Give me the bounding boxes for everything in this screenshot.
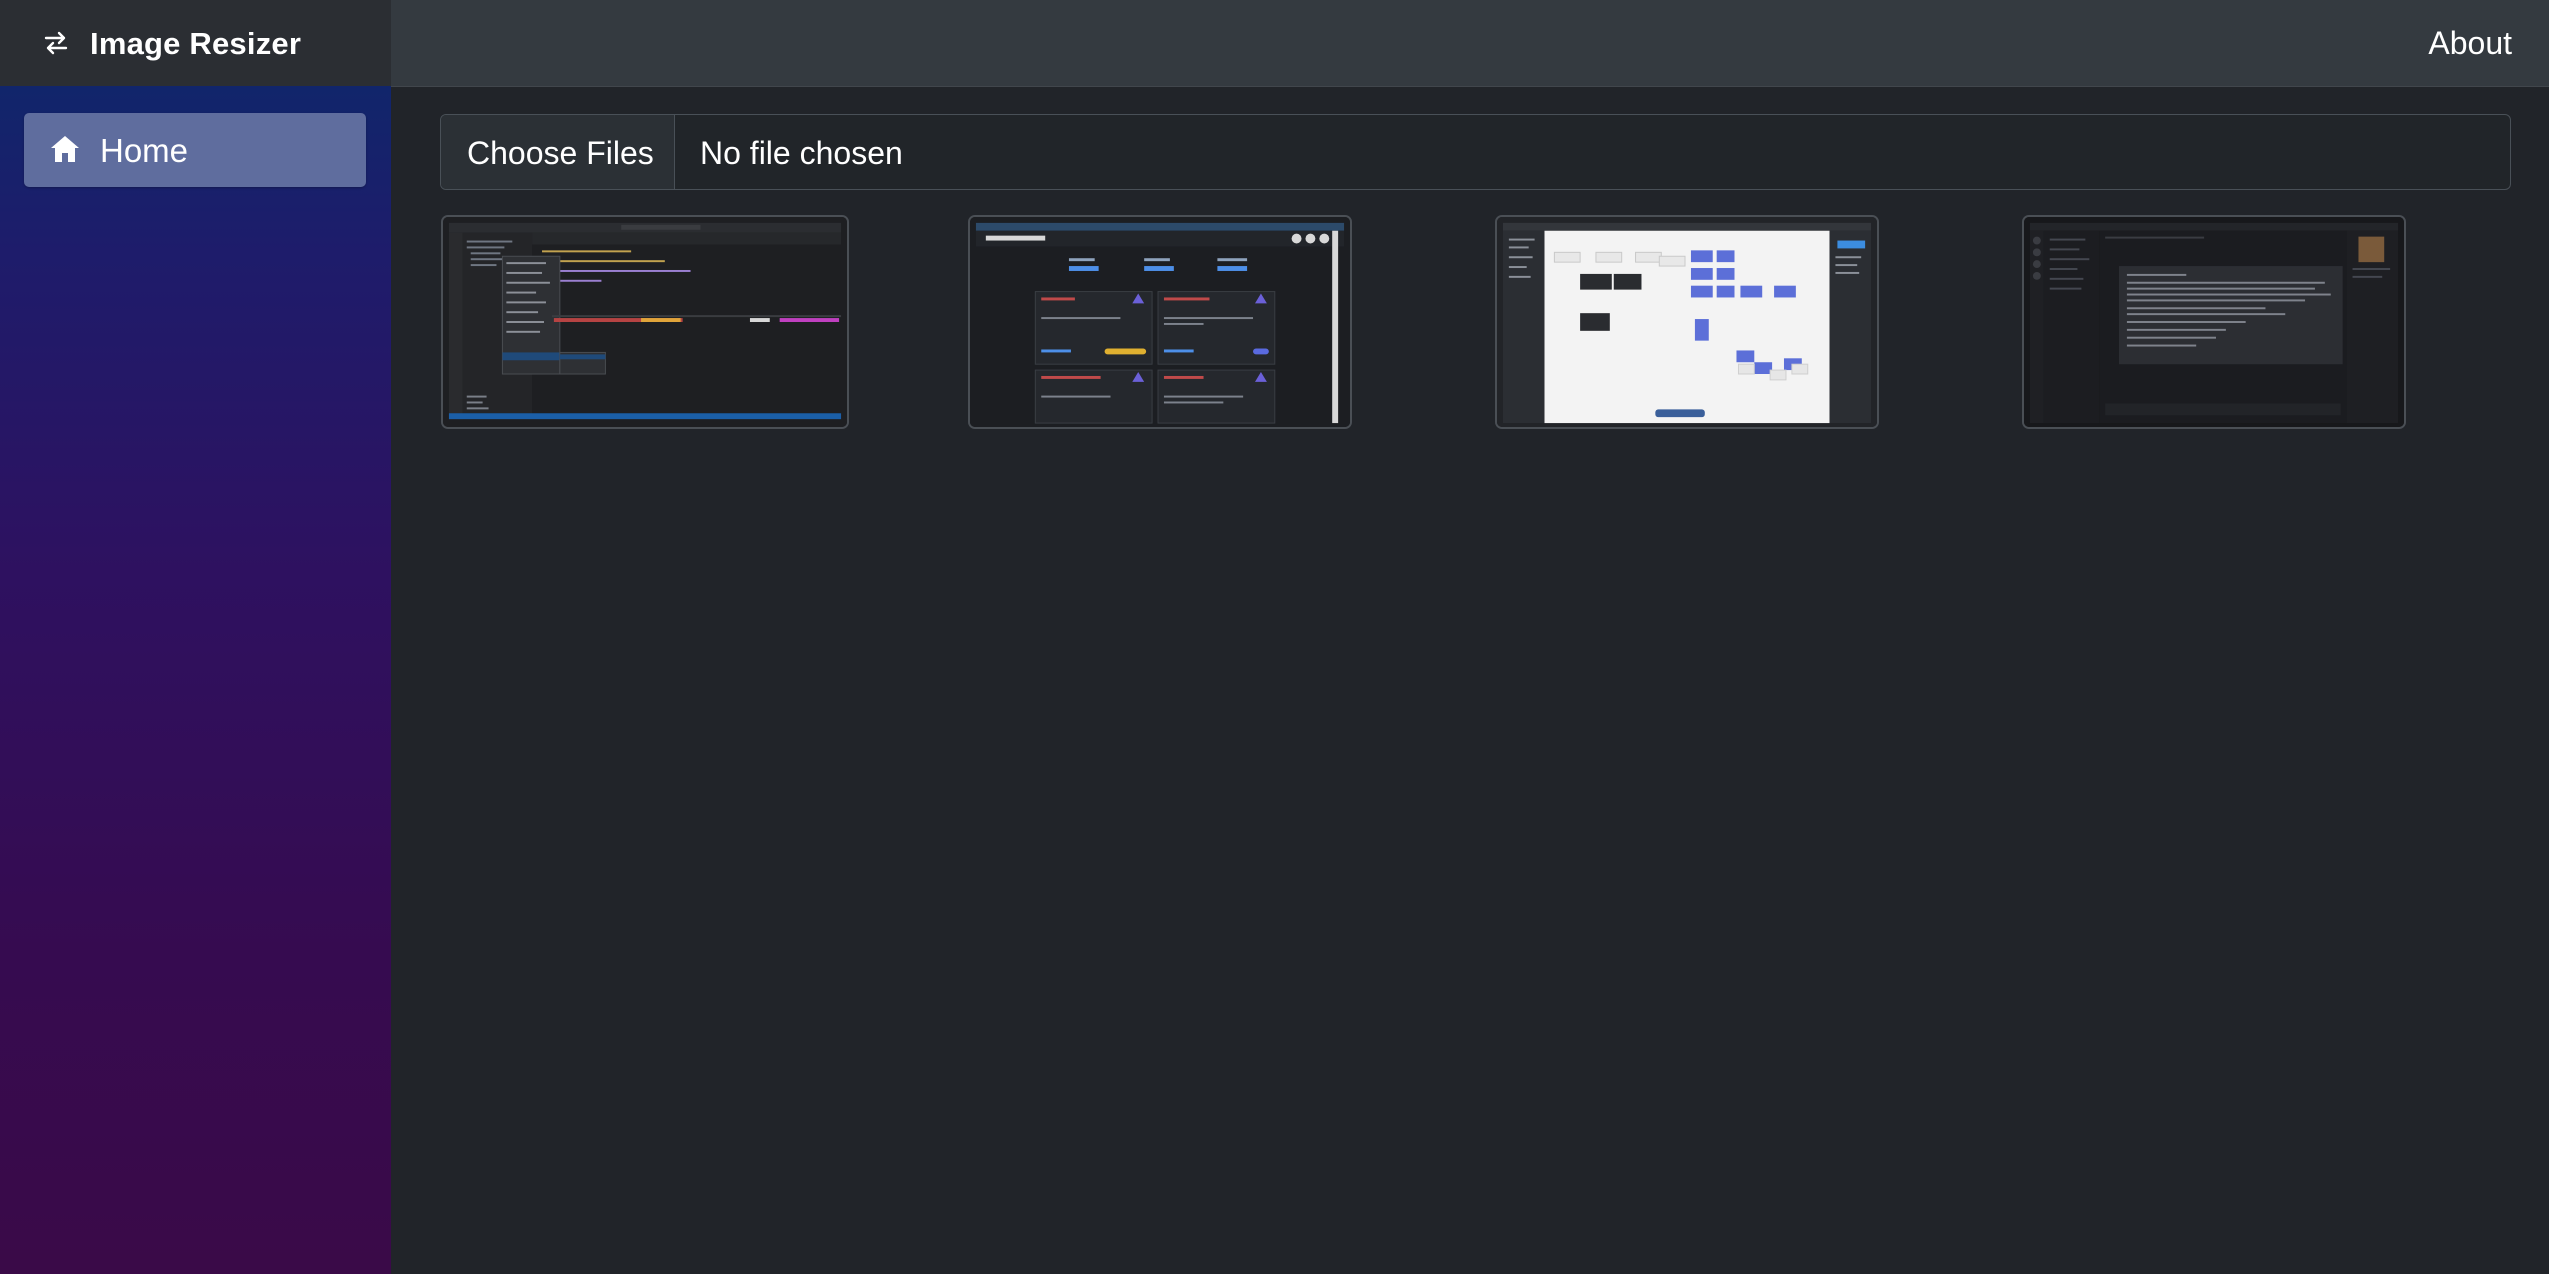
app-title: Image Resizer — [90, 26, 302, 61]
about-link[interactable]: About — [2428, 25, 2512, 61]
sidebar: Image Resizer Home — [0, 0, 391, 1274]
sidebar-item-label: Home — [100, 132, 189, 169]
choose-files-label: Choose Files — [467, 135, 654, 171]
nft-gallery-screenshot-thumbnail[interactable] — [968, 215, 1352, 429]
home-icon — [50, 135, 80, 163]
swap-arrows-icon — [42, 30, 70, 56]
sidebar-item-home[interactable]: Home — [24, 113, 366, 187]
flow-editor-screenshot-thumbnail[interactable] — [1495, 215, 1879, 429]
file-status-text: No file chosen — [700, 135, 903, 171]
top-navbar: About — [391, 0, 2549, 87]
chat-app-screenshot-thumbnail[interactable] — [2022, 215, 2406, 429]
file-input[interactable]: Choose Files No file chosen — [440, 114, 2511, 190]
brand-bar: Image Resizer — [0, 0, 391, 86]
choose-files-button[interactable]: Choose Files — [441, 115, 675, 189]
vscode-screenshot-thumbnail[interactable] — [441, 215, 849, 429]
